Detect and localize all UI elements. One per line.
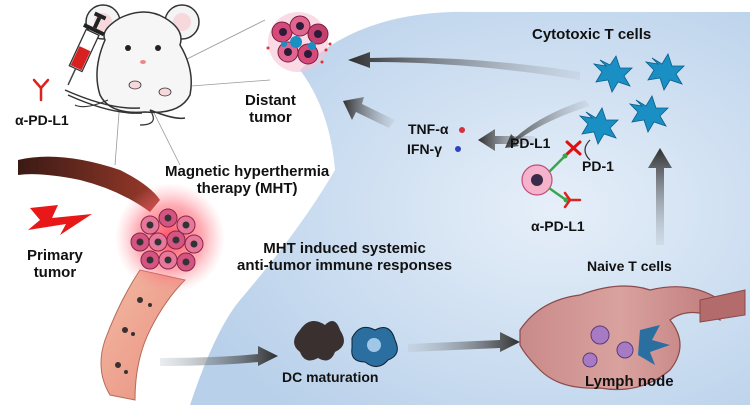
- antibody-icon-right: [563, 191, 582, 209]
- label-mht: Magnetic hyperthermia therapy (MHT): [165, 163, 330, 198]
- syringe-icon: [67, 11, 107, 86]
- pd1-receptor: [584, 139, 591, 161]
- label-pd-1: PD-1: [582, 158, 614, 174]
- arrow-to-dc: [160, 346, 278, 366]
- label-pd-l1: PD-L1: [510, 135, 551, 151]
- label-tnf-alpha: TNF-α: [408, 121, 449, 137]
- label-distant-tumor: Distant tumor: [245, 92, 296, 127]
- arrow-tcell-to-distant: [348, 52, 580, 80]
- arrow-pd1-to-cytokines: [478, 129, 535, 151]
- red-x-icon: [565, 140, 582, 156]
- label-anti-pd-l1-right: α-PD-L1: [531, 218, 585, 234]
- tnf-dot: [459, 127, 465, 133]
- label-anti-pd-l1-left: α-PD-L1: [15, 112, 69, 128]
- label-primary-tumor: Primary tumor: [27, 247, 83, 282]
- arrow-tcell-to-cytokine: [505, 100, 590, 148]
- injection-tube: [64, 89, 141, 109]
- blood-vessel-lower: [100, 269, 186, 401]
- arrow-cytokines-to-distant: [343, 97, 395, 128]
- label-lymph-node: Lymph node: [585, 373, 674, 390]
- label-naive-t-cells: Naive T cells: [587, 258, 672, 274]
- cytotoxic-t-cells-icon: [578, 53, 685, 145]
- distant-tumor-icon: [266, 12, 332, 72]
- arrow-naive-to-cytotoxic: [648, 148, 672, 245]
- dc-mature-icon: [351, 326, 398, 367]
- primary-tumor-icon: [130, 208, 204, 272]
- label-ifn-gamma: IFN-γ: [407, 141, 442, 157]
- arrow-dc-to-lymph: [408, 332, 520, 352]
- blood-vessel-upper: [18, 156, 160, 212]
- antibody-icon: [32, 78, 50, 102]
- mouse-icon: [74, 4, 200, 126]
- dc-immature-icon: [294, 321, 344, 361]
- lightning-icon: [28, 205, 92, 235]
- label-cytotoxic-t-cells: Cytotoxic T cells: [532, 26, 652, 43]
- tumor-cell-pdl1-icon: [521, 153, 569, 203]
- label-systemic-response: MHT induced systemic anti-tumor immune r…: [237, 240, 453, 275]
- lymph-node-icon: [519, 285, 746, 391]
- label-dc-maturation: DC maturation: [282, 369, 379, 385]
- ifn-dot: [455, 146, 461, 152]
- vessel-debris: [115, 297, 152, 374]
